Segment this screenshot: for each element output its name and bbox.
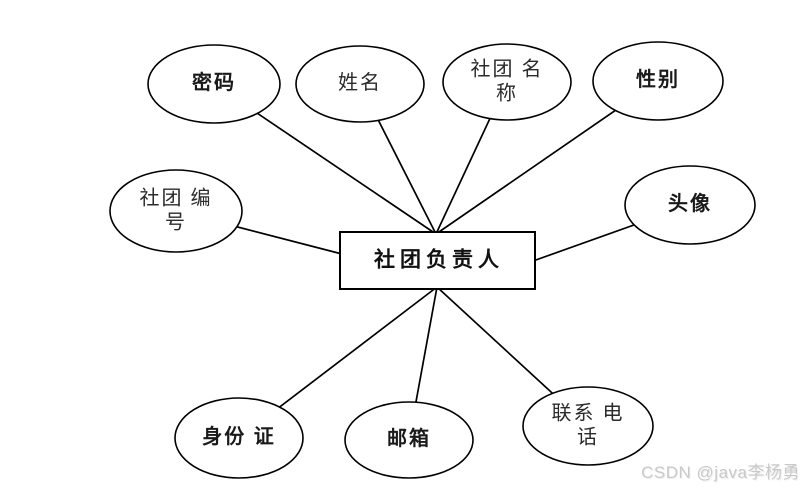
attribute-ellipse-id-card <box>174 397 304 479</box>
attribute-ellipse-avatar <box>624 165 756 245</box>
attribute-ellipse-phone <box>522 386 654 466</box>
attribute-ellipse-gender <box>592 41 724 121</box>
attribute-ellipse-club-name <box>442 43 572 121</box>
attribute-ellipse-password <box>147 44 281 124</box>
attribute-ellipses <box>109 41 756 479</box>
watermark-text: CSDN @java李杨勇 <box>641 463 800 482</box>
attribute-ellipse-name <box>295 45 425 123</box>
attribute-ellipse-club-code <box>109 169 243 253</box>
attribute-ellipse-email <box>344 401 474 479</box>
entity-box <box>339 231 536 290</box>
